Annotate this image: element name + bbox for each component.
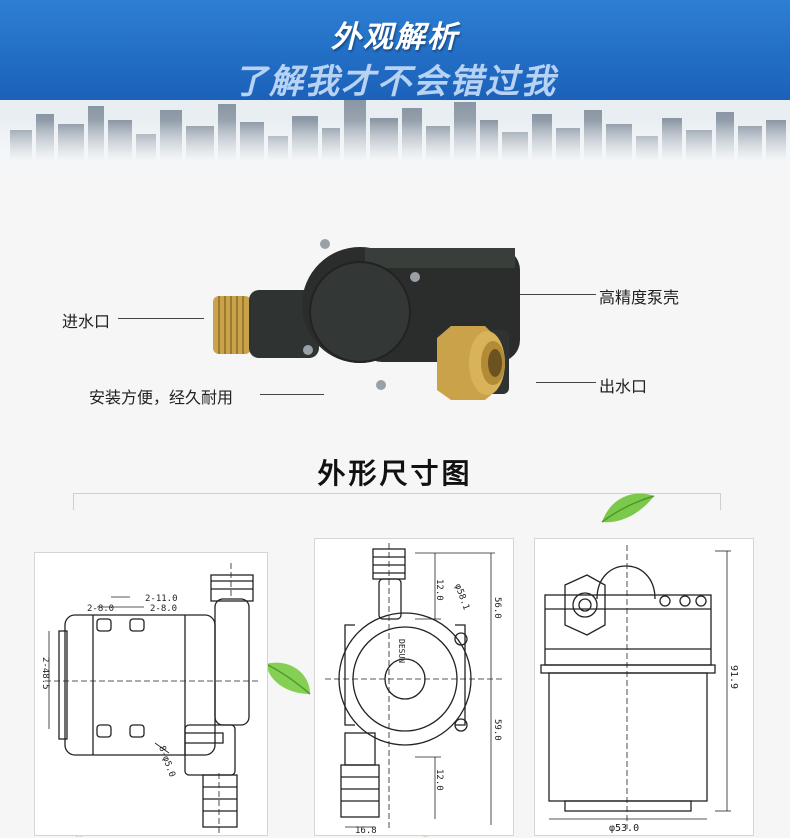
callout-inlet: 进水口 [62,312,111,331]
city-skyline-image [0,100,790,188]
dim-label: 91.9 [728,665,739,689]
dim-label: 2-8.0 [150,604,177,614]
header-banner: 外观解析 了解我才不会错过我 [0,0,790,188]
dim-label: 16.8 [355,826,377,835]
page-subtitle: 了解我才不会错过我 [233,62,557,102]
dim-label: 12.0 [434,579,444,601]
drawing-back-view: 91.9 φ53.0 [534,538,754,836]
leaf-icon [601,493,655,523]
section-divider [73,493,721,510]
callout-outlet: 出水口 [599,377,648,396]
brand-text: DESUN [397,639,406,663]
dim-label: φ53.0 [609,823,639,834]
callout-housing: 高精度泵壳 [599,288,680,307]
section-title-dimensions: 外形尺寸图 [317,457,473,490]
drawing-front-view: 12.0 φ58.1 56.0 59.0 12.0 16.8 DESUN [314,538,514,836]
dim-label: 8-φ5.0 [156,745,177,779]
dim-label: 2-48.5 [40,657,50,690]
page-title: 外观解析 [331,20,459,55]
header-band [0,0,790,106]
leaf-icon [265,662,311,695]
leader-line-housing [520,294,596,295]
pump-product-image [213,239,520,400]
dim-label: 2-11.0 [145,594,178,604]
outlet-brass-fitting [437,326,509,400]
leader-line-install [260,394,324,395]
callout-install: 安装方便，经久耐用 [89,388,234,407]
dim-label: 59.0 [492,719,502,741]
drawing-side-view: 2-8.0 2-11.0 2-8.0 2-48.5 8-φ5.0 [34,552,268,836]
dim-label: 12.0 [434,769,444,791]
inlet-brass-fitting [213,296,251,354]
dim-label: φ58.1 [452,583,471,612]
dim-label: 56.0 [492,597,502,619]
leader-line-inlet [118,318,204,319]
dim-label: 2-8.0 [87,604,114,614]
leader-line-outlet [536,382,596,383]
